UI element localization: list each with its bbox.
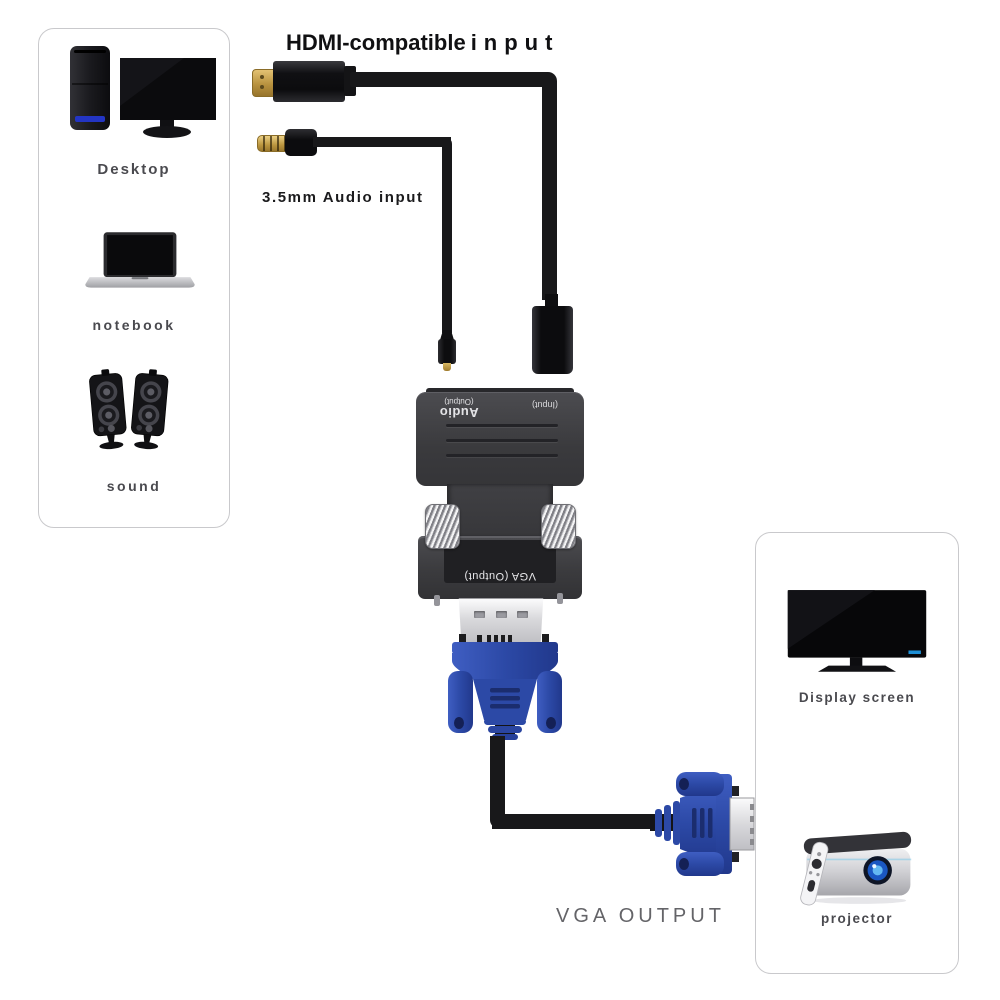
notebook-label: notebook [92,317,176,333]
adapter-groove [446,439,558,442]
hdmi-cable-horizontal [350,72,548,87]
adapter-output-word: (Output) [444,397,474,407]
hdmi-female-connector [532,306,573,374]
vga-connector-top [448,634,562,740]
vga-shell-slot [496,611,507,618]
hdmi-plug-gold-tip [252,69,276,97]
audio-input-caption: 3.5mm Audio input [262,189,424,206]
audio-cable-vertical [442,137,452,333]
adapter-groove [446,454,558,457]
remote-control-icon [800,841,829,906]
vga-shell-slot [474,611,485,618]
hdmi-cable-vertical [542,72,557,300]
audio-male-cone [440,330,454,340]
audio-cable-horizontal [313,137,451,147]
speakers-icon [89,369,169,450]
vga-output-caption: VGA OUTPUT [556,905,725,927]
hdmi-plug-pin [260,85,264,89]
desktop-computer-icon [70,46,216,138]
adapter-audio-output-label: Audio (Output) [426,397,492,421]
hdmi-female-neck [545,294,558,308]
hdmi-plug-body [273,61,345,102]
vga-side-pin [434,595,440,606]
adapter-audio-word: Audio [439,405,479,421]
audio-jack-gold-tip [257,135,289,152]
adapter-vga-output-label: VGA (Output) [463,570,537,582]
adapter-hdmi-input-label: (Input) [532,400,559,410]
vga-connector-right [650,772,755,876]
display-screen-label: Display screen [798,690,916,705]
audio-male-gold-tip [443,363,451,371]
vga-cable-vertical [490,736,505,828]
hdmi-plug-pin [260,75,264,79]
audio-male-plug [438,339,456,364]
notebook-laptop-icon [85,232,195,288]
vga-shell-slot [517,611,528,618]
display-screen-icon [787,590,927,672]
vga-side-pin [557,593,563,604]
adapter-recess [444,540,556,583]
sound-label: sound [106,478,162,494]
audio-jack-body [285,129,317,156]
projector-icon [800,831,912,906]
title-part1: HDMI-compatible [286,30,466,55]
vga-cable-horizontal [492,814,660,829]
thumbscrew-right [541,504,576,549]
projector-label: projector [820,911,893,926]
adapter-groove [446,424,558,427]
thumbscrew-left [425,504,460,549]
adapter-neck [447,484,553,538]
title-part2: input [470,30,560,55]
desktop-label: Desktop [97,161,171,178]
